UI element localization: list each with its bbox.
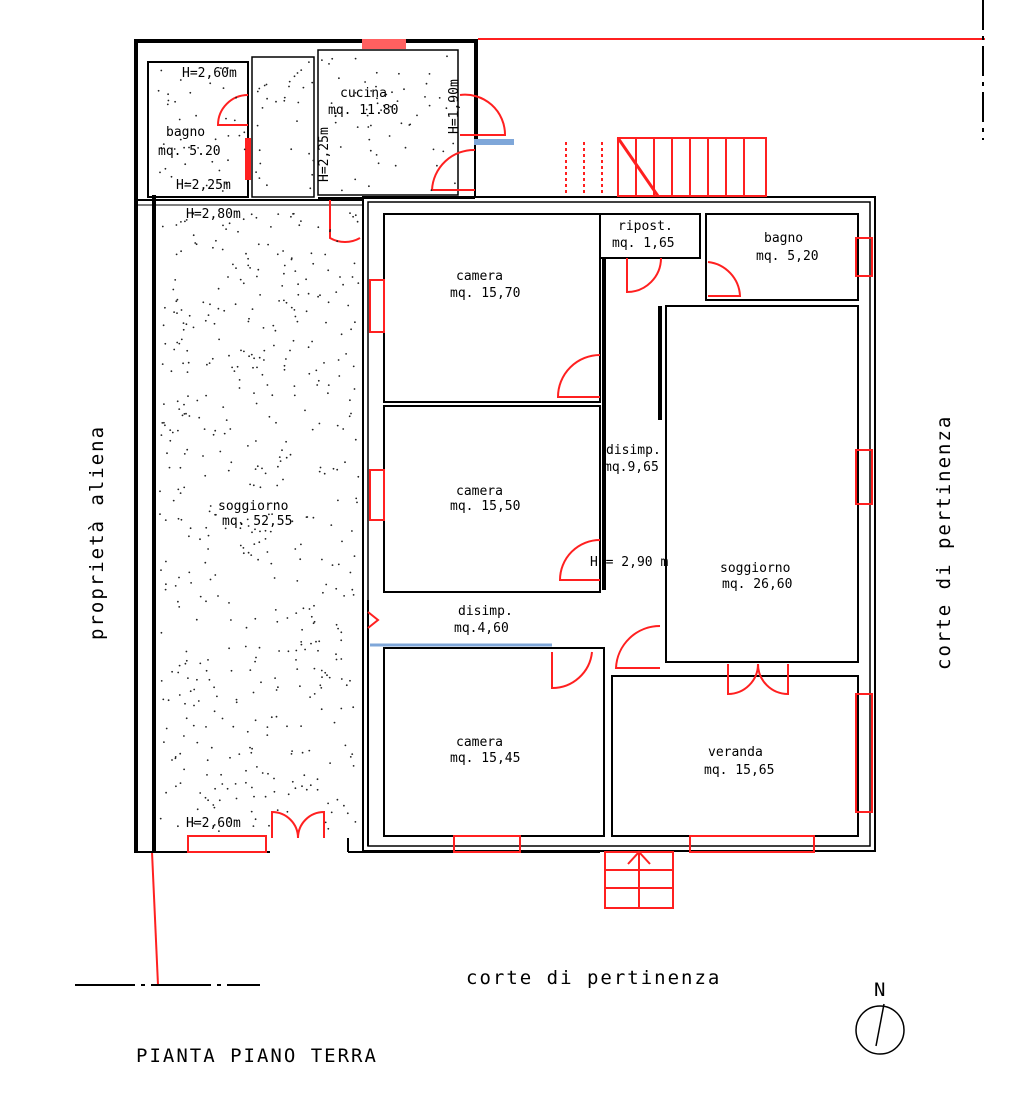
height-soggiorno-bottom: H=2,60m <box>186 816 241 831</box>
north-arrow <box>855 1003 905 1055</box>
room-name-bagno-main: bagno <box>764 231 803 246</box>
room-name-camera-2: camera <box>456 484 503 499</box>
room-name-soggiorno-left: soggiorno <box>218 499 288 514</box>
room-area-camera-2: mq. 15,50 <box>450 499 520 514</box>
room-name-soggiorno-main: soggiorno <box>720 561 790 576</box>
stairs <box>565 137 767 909</box>
outside-labels: proprietà aliena corte di pertinenza cor… <box>86 415 955 1067</box>
label-proprieta-aliena: proprietà aliena <box>86 425 108 640</box>
room-area-soggiorno-main: mq. 26,60 <box>722 577 792 592</box>
room-area-disimp-2: mq.4,60 <box>454 621 509 636</box>
windows <box>187 39 873 853</box>
room-area-soggiorno-left: mq. 52,55 <box>222 514 292 529</box>
room-name-disimp-1: disimp. <box>606 443 661 458</box>
label-corte-bottom: corte di pertinenza <box>466 967 721 989</box>
plan-title: PIANTA PIANO TERRA <box>136 1045 378 1067</box>
room-name-ripost: ripost. <box>618 219 673 234</box>
height-cucina-right: H=1,90m <box>447 79 462 134</box>
label-corte-right: corte di pertinenza <box>933 415 955 670</box>
doors <box>216 93 789 839</box>
room-name-bagno-annex: bagno <box>166 125 205 140</box>
floor-texture <box>157 55 456 832</box>
height-bagno-bottom: H=2,25m <box>176 178 231 193</box>
room-name-disimp-2: disimp. <box>458 604 513 619</box>
room-name-cucina: cucina <box>340 86 387 101</box>
room-area-camera-3: mq. 15,45 <box>450 751 520 766</box>
room-name-veranda: veranda <box>708 745 763 760</box>
annex-walls <box>134 39 478 853</box>
room-name-camera-3: camera <box>456 735 503 750</box>
height-main: H = 2,90 m <box>590 555 668 570</box>
height-labels: H=2,60m H=2,25m H=2,80m H=2,60m H=2,25m … <box>176 66 668 831</box>
north-label: N <box>874 979 887 1001</box>
room-area-veranda: mq. 15,65 <box>704 763 774 778</box>
room-area-camera-1: mq. 15,70 <box>450 286 520 301</box>
height-soggiorno-top: H=2,80m <box>186 207 241 222</box>
property-boundary <box>75 0 985 986</box>
height-cucina-mid: H=2,25m <box>317 127 332 182</box>
main-house-walls <box>347 196 876 853</box>
room-area-bagno-main: mq. 5,20 <box>756 249 819 264</box>
room-area-ripost: mq. 1,65 <box>612 236 675 251</box>
room-labels: bagno mq. 5.20 cucina mq. 11.80 soggiorn… <box>158 86 819 778</box>
room-area-disimp-1: mq.9,65 <box>604 460 659 475</box>
room-area-bagno-annex: mq. 5.20 <box>158 144 221 159</box>
height-bagno-top: H=2,60m <box>182 66 237 81</box>
room-name-camera-1: camera <box>456 269 503 284</box>
room-area-cucina: mq. 11.80 <box>328 103 398 118</box>
